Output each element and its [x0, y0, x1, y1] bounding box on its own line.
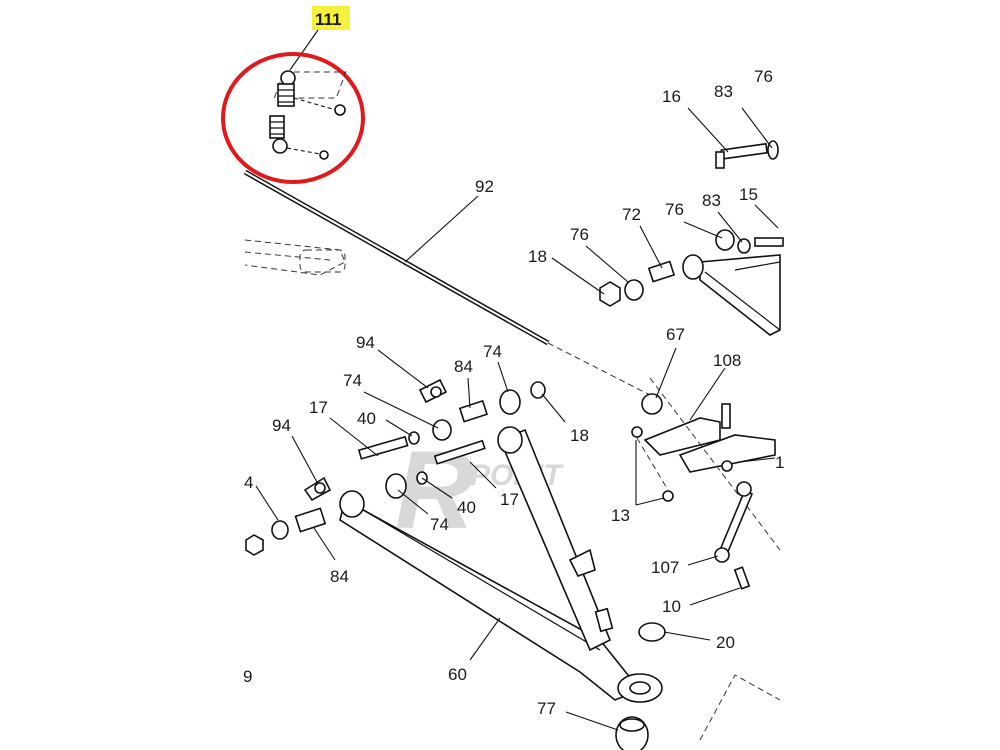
label-9: 9: [243, 667, 252, 686]
label-77: 77: [537, 699, 556, 718]
label-20: 20: [716, 633, 735, 652]
frame-dashed-outline-lower: [699, 674, 781, 741]
label-76: 76: [754, 67, 773, 86]
label-72: 72: [622, 205, 641, 224]
label-1: 1: [775, 453, 784, 472]
leader-lines: [255, 107, 779, 731]
bolt-16: [715, 140, 779, 169]
label-76: 76: [665, 200, 684, 219]
bushing-set-upper: [599, 260, 676, 307]
hardware-lower-pivot: [245, 439, 486, 556]
label-74: 74: [343, 371, 362, 390]
label-94: 94: [272, 416, 291, 435]
hardware-upper-pivot: [357, 378, 546, 460]
end-link-assembly: [269, 70, 347, 160]
label-40: 40: [357, 409, 376, 428]
label-17: 17: [309, 398, 328, 417]
label-67: 67: [666, 325, 685, 344]
label-76: 76: [570, 225, 589, 244]
part-labels: 16 83 76 92 72 76 83 15 76 18 94 84 74 6…: [243, 67, 784, 718]
label-84: 84: [330, 567, 349, 586]
label-60: 60: [448, 665, 467, 684]
label-18: 18: [570, 426, 589, 445]
lower-a-arm-60: [339, 426, 663, 703]
label-74: 74: [430, 515, 449, 534]
label-4: 4: [244, 473, 253, 492]
label-83: 83: [702, 191, 721, 210]
label-83: 83: [714, 82, 733, 101]
stabilizer-bar-92: [243, 169, 651, 396]
highlight-circle: [221, 52, 365, 184]
label-94: 94: [356, 333, 375, 352]
bracket-108: [631, 377, 781, 551]
label-84: 84: [454, 357, 473, 376]
label-10: 10: [662, 597, 681, 616]
label-111: 111: [315, 10, 342, 29]
label-74: 74: [483, 342, 502, 361]
frame-dashed-outline: [244, 239, 346, 276]
label-108: 108: [713, 351, 741, 370]
upper-a-arm: [682, 229, 784, 336]
label-16: 16: [662, 87, 681, 106]
label-18: 18: [528, 247, 547, 266]
highlight-marker: [312, 6, 350, 30]
leader-111: [289, 29, 319, 71]
label-15: 15: [739, 185, 758, 204]
ball-joint-77: [615, 716, 649, 750]
label-107: 107: [651, 558, 679, 577]
label-40: 40: [457, 498, 476, 517]
label-17: 17: [500, 490, 519, 509]
label-13: 13: [611, 506, 630, 525]
link-107: [714, 481, 754, 590]
circlip-20: [638, 622, 666, 642]
label-92: 92: [475, 177, 494, 196]
